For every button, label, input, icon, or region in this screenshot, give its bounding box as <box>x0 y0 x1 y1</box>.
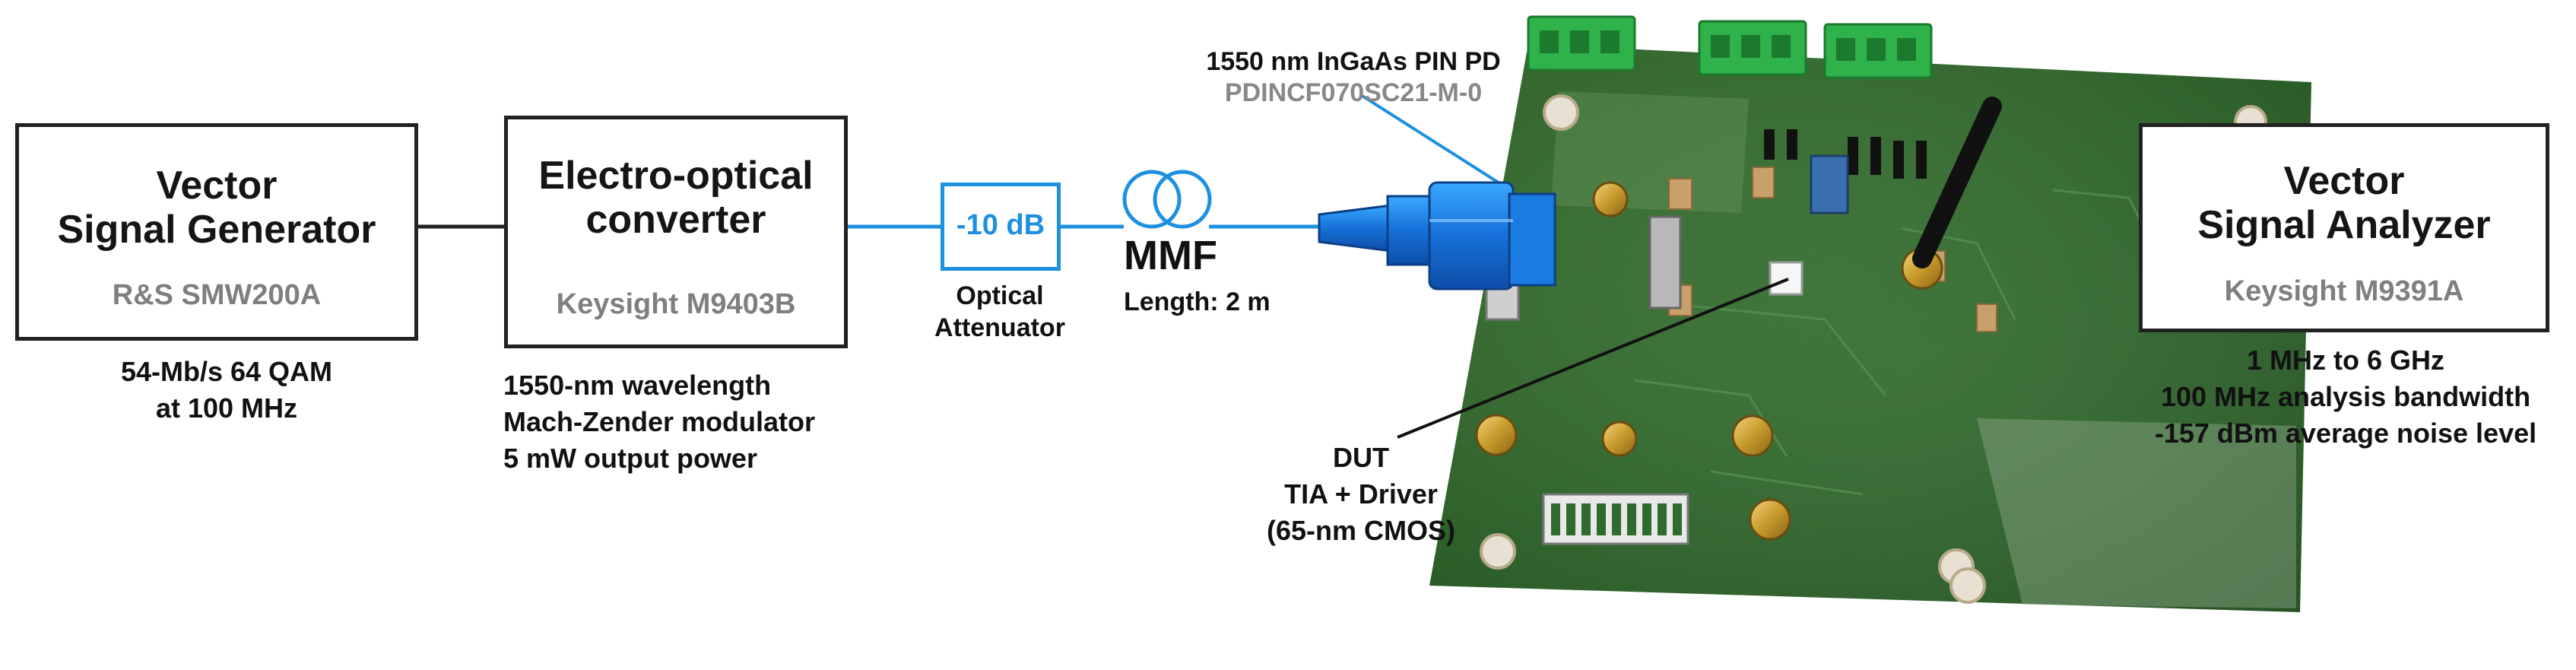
signal-analyzer-caption: 1 MHz to 6 GHz 100 MHz analysis bandwidt… <box>2121 342 2570 452</box>
fiber-coil-loop-right <box>1153 170 1212 229</box>
eo-converter-title-line1: Electro-optical <box>538 154 814 198</box>
signal-analyzer-box: Vector Signal Analyzer Keysight M9391A <box>2139 123 2549 332</box>
dut-pointer-line <box>1397 278 1789 439</box>
eo-converter-caption-line3: 5 mW output power <box>503 443 757 474</box>
signal-analyzer-title: Vector Signal Analyzer <box>2143 159 2546 247</box>
dut-label-line3: (65-nm CMOS) <box>1266 515 1455 546</box>
dut-label-line2: TIA + Driver <box>1284 478 1438 510</box>
signal-generator-title-line1: Vector <box>156 164 278 208</box>
signal-analyzer-caption-line3: -157 dBm average noise level <box>2154 418 2537 449</box>
dut-label: DUT TIA + Driver (65-nm CMOS) <box>1239 440 1483 549</box>
signal-generator-title-line2: Signal Generator <box>57 208 376 252</box>
signal-analyzer-model: Keysight M9391A <box>2224 275 2464 307</box>
dut-chip <box>1769 261 1804 296</box>
fiber-length: Length: 2 m <box>1124 287 1271 316</box>
signal-generator-box: Vector Signal Generator R&S SMW200A <box>15 123 418 341</box>
attenuator-label: Optical Attenuator <box>909 280 1091 344</box>
eo-converter-caption-line1: 1550-nm wavelength <box>503 370 772 401</box>
eo-converter-title: Electro-optical converter <box>508 154 844 242</box>
eo-converter-caption-line2: Mach-Zender modulator <box>503 406 816 437</box>
eo-converter-model: Keysight M9403B <box>556 288 796 320</box>
antenna <box>1912 97 2002 268</box>
attenuator-value: -10 dB <box>956 209 1045 241</box>
signal-analyzer-title-line1: Vector <box>2283 159 2405 203</box>
signal-generator-title: Vector Signal Generator <box>19 164 414 252</box>
signal-analyzer-caption-line2: 100 MHz analysis bandwidth <box>2160 381 2531 412</box>
signal-generator-caption-line1: 54-Mb/s 64 QAM <box>120 356 333 387</box>
pcb-board <box>1429 15 2311 612</box>
signal-generator-model: R&S SMW200A <box>112 279 322 311</box>
attenuator-label-line2: Attenuator <box>934 313 1065 342</box>
eo-converter-box: Electro-optical converter Keysight M9403… <box>504 116 848 348</box>
sma-connectors <box>1475 181 1943 541</box>
photodiode-label: 1550 nm InGaAs PIN PD PDINCF070SC21-M-0 <box>1140 46 1566 108</box>
fiber-connector <box>1318 181 1556 291</box>
photodiode-label-line1: 1550 nm InGaAs PIN PD <box>1206 47 1501 76</box>
fiber-name: MMF <box>1124 233 1217 278</box>
terminal-blocks <box>1527 15 1933 79</box>
signal-generator-caption-line2: at 100 MHz <box>155 392 298 424</box>
signal-analyzer-title-line2: Signal Analyzer <box>2197 203 2491 248</box>
eo-converter-title-line2: converter <box>585 198 766 243</box>
dip-switch <box>1542 493 1689 545</box>
attenuator-box: -10 dB <box>941 183 1061 271</box>
photodiode-label-line2: PDINCF070SC21-M-0 <box>1224 78 1483 107</box>
attenuator-label-line1: Optical <box>956 281 1044 310</box>
fiber-coil-loop-left <box>1122 170 1182 229</box>
dut-label-line1: DUT <box>1333 442 1389 473</box>
signal-generator-caption: 54-Mb/s 64 QAM at 100 MHz <box>90 354 363 427</box>
eo-converter-caption: 1550-nm wavelength Mach-Zender modulator… <box>503 367 899 477</box>
signal-analyzer-caption-line1: 1 MHz to 6 GHz <box>2246 345 2444 376</box>
